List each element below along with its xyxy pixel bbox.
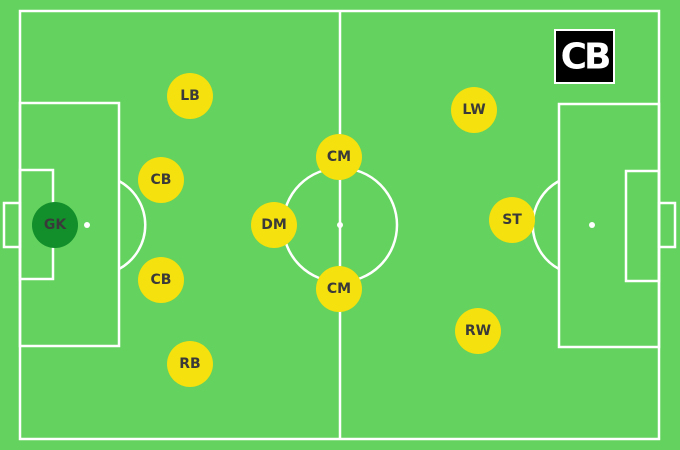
player-cm-2: CM — [316, 266, 362, 312]
player-st: ST — [489, 197, 535, 243]
player-label-cb-1: CB — [151, 172, 172, 188]
player-label-rb: RB — [179, 356, 200, 372]
player-label-lb: LB — [180, 88, 200, 104]
player-label-cm-2: CM — [327, 281, 351, 297]
center-spot — [337, 222, 343, 228]
player-marker-rb — [167, 341, 213, 387]
player-label-gk: GK — [44, 217, 67, 233]
player-cb-2: CB — [138, 257, 184, 303]
left-penalty-spot — [84, 222, 90, 228]
player-dm: DM — [251, 202, 297, 248]
logo-box — [554, 29, 615, 84]
player-label-st: ST — [502, 212, 522, 228]
player-marker-lw — [451, 87, 497, 133]
player-label-dm: DM — [261, 217, 287, 233]
cb-logo: CB — [554, 29, 615, 84]
player-marker-dm — [251, 202, 297, 248]
player-marker-st — [489, 197, 535, 243]
player-label-rw: RW — [465, 323, 491, 339]
player-cb-1: CB — [138, 157, 184, 203]
player-label-cb-2: CB — [151, 272, 172, 288]
player-label-cm-1: CM — [327, 149, 351, 165]
player-marker-gk — [32, 202, 78, 248]
player-rw: RW — [455, 308, 501, 354]
right-goal — [657, 201, 677, 249]
right-penalty-spot — [589, 222, 595, 228]
player-marker-cm-2 — [316, 266, 362, 312]
player-cm-1: CM — [316, 134, 362, 180]
players: GK LB CB CB RB DM CM CM — [32, 73, 535, 387]
player-marker-cm-1 — [316, 134, 362, 180]
logo-text: CB — [561, 37, 609, 78]
player-marker-cb-1 — [138, 157, 184, 203]
player-marker-lb — [167, 73, 213, 119]
player-lb: LB — [167, 73, 213, 119]
player-lw: LW — [451, 87, 497, 133]
left-goal — [2, 201, 22, 249]
player-label-lw: LW — [462, 102, 485, 118]
left-penalty-arc — [118, 179, 147, 271]
player-rb: RB — [167, 341, 213, 387]
player-marker-cb-2 — [138, 257, 184, 303]
player-gk: GK — [32, 202, 78, 248]
player-marker-rw — [455, 308, 501, 354]
